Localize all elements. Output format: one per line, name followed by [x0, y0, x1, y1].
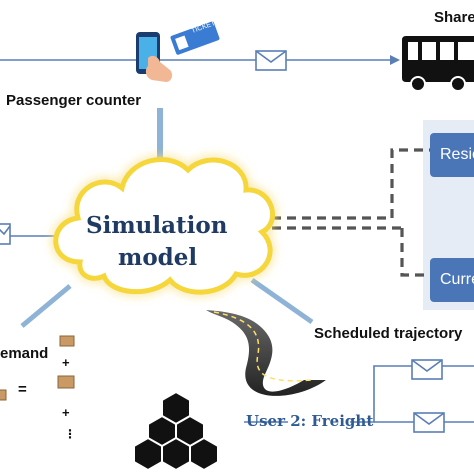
- dashed-connectors: [272, 148, 434, 277]
- shared-label: Share: [434, 9, 474, 26]
- envelope-icon: [255, 50, 287, 71]
- current-box: [430, 258, 474, 302]
- top-arrowhead: [390, 55, 400, 65]
- residual-box-label: Resic: [440, 146, 474, 163]
- bus-icon: [402, 36, 474, 92]
- envelope-icon: [413, 412, 445, 433]
- demand-label: emand: [0, 345, 49, 362]
- envelope-icon: [0, 223, 11, 245]
- cloud-to-demand-line: [20, 284, 72, 328]
- scheduled-trajectory-label: Scheduled trajectory: [314, 325, 463, 342]
- phone-icon: [136, 32, 173, 82]
- passenger-counter-label: Passenger counter: [6, 92, 142, 109]
- boxes-icon: [133, 390, 219, 472]
- equals-sign: =: [18, 381, 27, 398]
- parcel-icon: [0, 335, 75, 401]
- user2-freight-label: User 2: Freight: [246, 412, 374, 430]
- road-icon: [206, 310, 326, 396]
- ticket-icon: [170, 21, 220, 55]
- plus-sign: +: [62, 405, 70, 420]
- cloud-title-line2: model: [118, 244, 198, 271]
- cloud-to-trajectory-line: [250, 277, 314, 325]
- envelope-icon: [411, 359, 443, 380]
- ellipsis-vertical: ⋮: [64, 427, 76, 441]
- current-box-label: Curre: [440, 271, 474, 288]
- residual-box: [430, 133, 474, 177]
- simulation-cloud: [53, 157, 275, 295]
- cloud-title-line1: Simulation: [86, 212, 228, 239]
- plus-sign: +: [62, 355, 70, 370]
